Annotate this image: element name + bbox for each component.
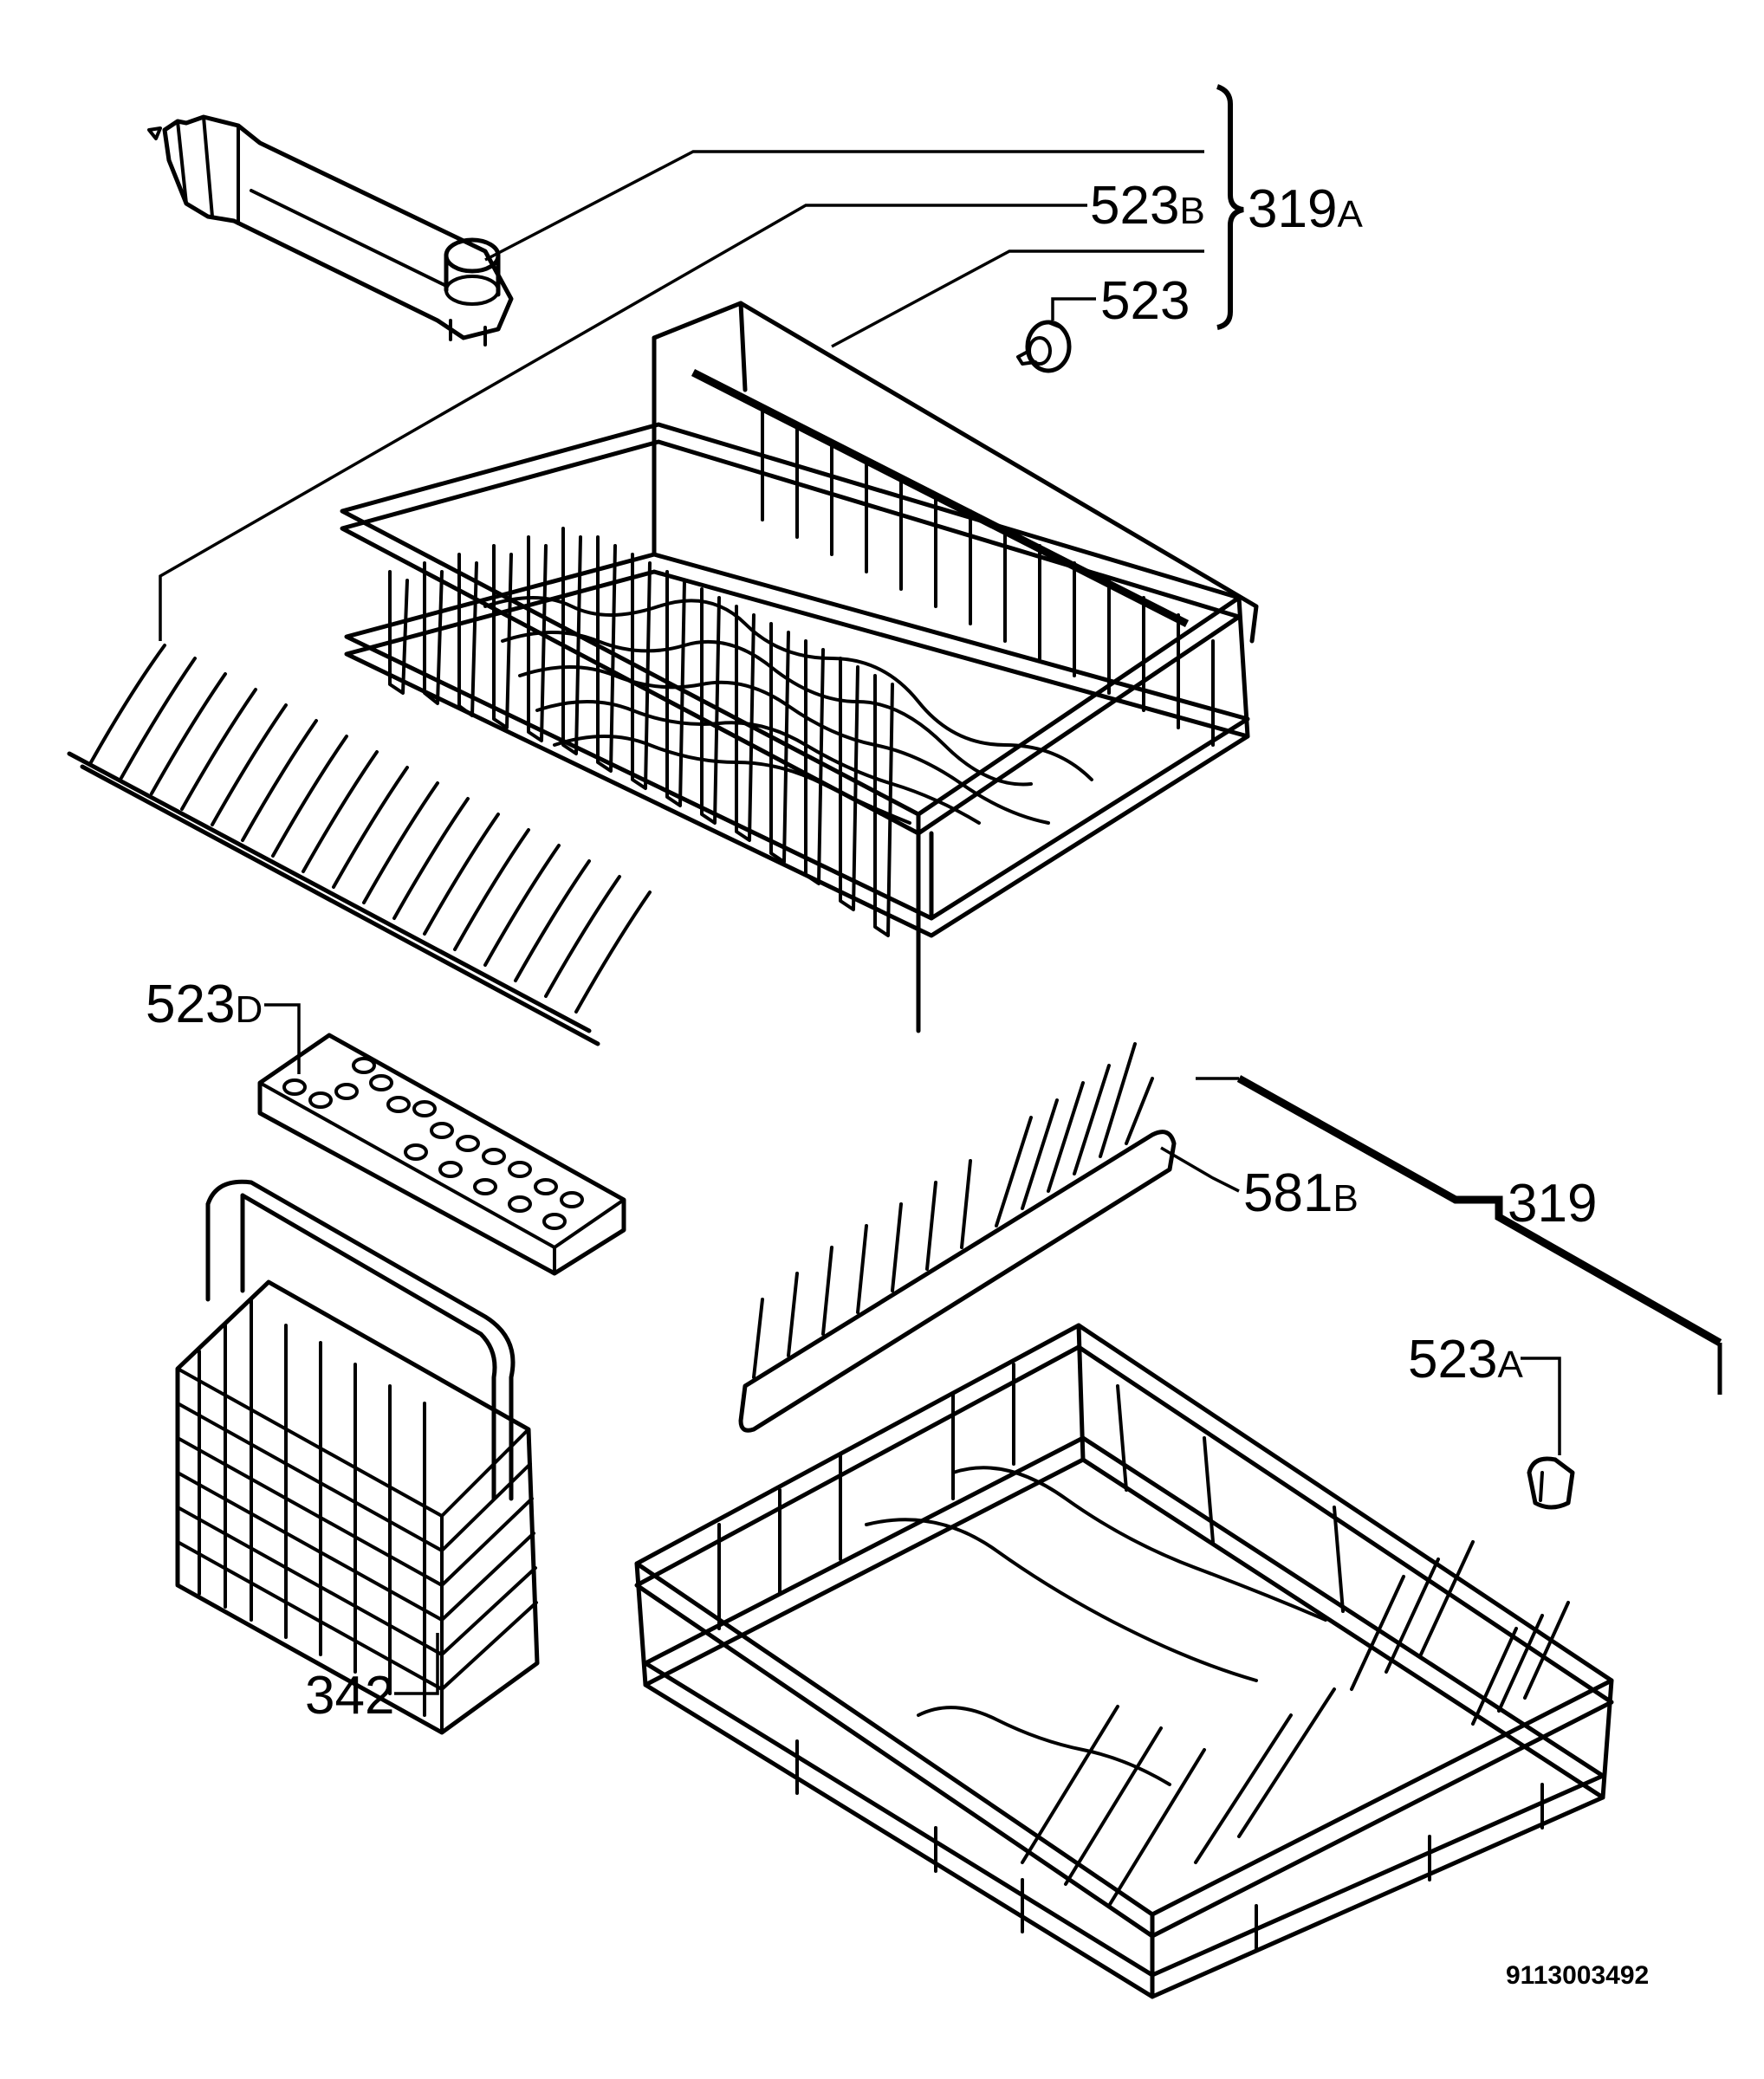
spray-arm-part <box>147 114 514 346</box>
upper-wheel-part <box>1016 320 1072 373</box>
part-labels: 523B 319A 523 523D 342 581B 319 523A 911… <box>146 176 1649 1990</box>
plate-rack-part <box>67 644 652 1046</box>
cutlery-insert-part <box>257 1033 626 1276</box>
label-342: 342 <box>305 1666 394 1726</box>
label-523-upper-wheel: 523 <box>1100 271 1190 331</box>
label-319a: 319A <box>1248 179 1363 239</box>
cutlery-basket-part <box>175 1179 540 1735</box>
label-523b: 523B <box>1090 176 1205 236</box>
lower-basket-part <box>634 1323 1614 1999</box>
lower-rack-insert-part <box>738 1042 1177 1433</box>
leader-lines <box>159 84 1722 1695</box>
label-523a: 523A <box>1408 1330 1523 1389</box>
document-number: 9113003492 <box>1506 1961 1649 1990</box>
lower-wheel-part <box>1527 1456 1575 1510</box>
label-581b: 581B <box>1243 1163 1359 1223</box>
label-523d: 523D <box>146 975 263 1034</box>
label-319-lower-basket: 319 <box>1508 1174 1597 1234</box>
upper-basket-part <box>340 301 1259 1033</box>
